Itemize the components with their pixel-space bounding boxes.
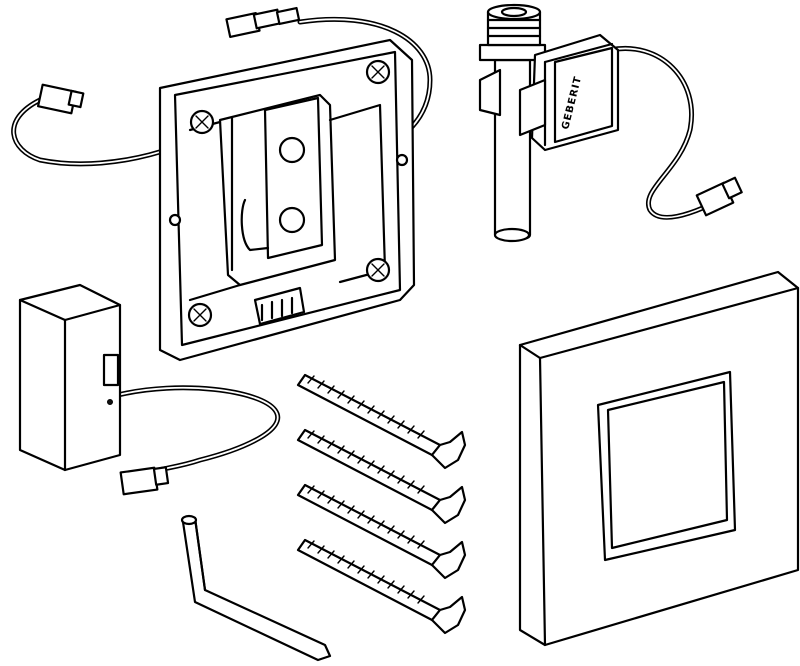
frame-screw-top-left [189,109,215,135]
frame-connector-plug [225,6,301,39]
mounting-frame [11,6,433,362]
threaded-rod-4 [296,538,467,635]
frame-screw-bottom-right [365,257,391,283]
electronics-box [18,283,281,496]
frame-side-connector [36,83,85,115]
solenoid-valve: GEBERIT [478,3,743,243]
valve-connector-plug [695,176,743,217]
cover-plate [518,270,800,647]
box-connector-plug [119,466,170,496]
threaded-rods [296,373,467,635]
allen-key [180,514,332,662]
frame-screw-top-right [365,59,391,85]
threaded-rod-3 [296,483,467,580]
threaded-rod-2 [296,428,467,525]
frame-screw-bottom-left [187,302,213,328]
threaded-rod-1 [296,373,467,470]
